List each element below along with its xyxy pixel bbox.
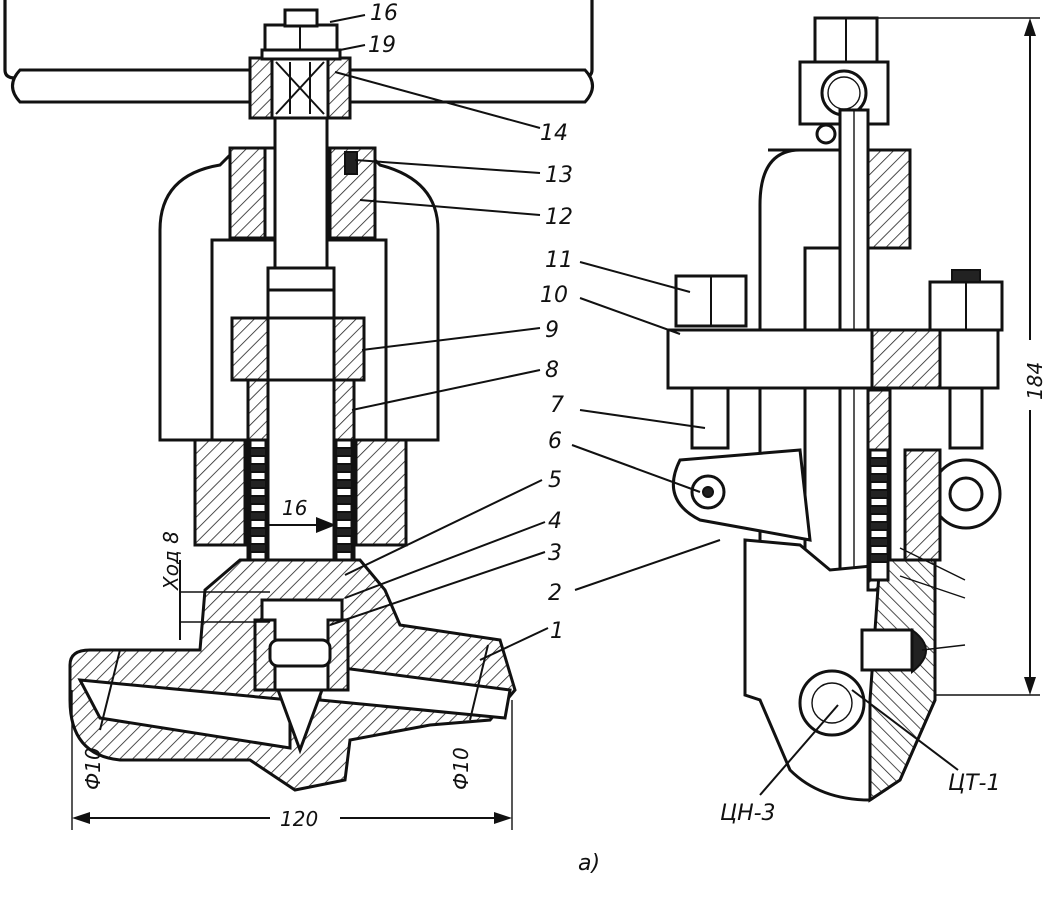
- label-2: 2: [548, 581, 562, 606]
- label-8: 8: [545, 358, 559, 383]
- label-10: 10: [540, 283, 568, 308]
- label-4: 4: [548, 509, 562, 534]
- label-13: 13: [545, 163, 573, 188]
- part-leaders: [329, 14, 721, 661]
- label-3: 3: [548, 541, 562, 566]
- overall-length-label: 120: [280, 807, 318, 831]
- height-dim-label: 184: [1023, 362, 1046, 400]
- label-16: 16: [370, 1, 398, 26]
- material-label-cn3: ЦН-3: [720, 801, 776, 826]
- label-7: 7: [550, 393, 564, 418]
- bore-left-label: Ф10: [81, 747, 105, 790]
- figure-caption: а): [578, 851, 600, 876]
- stem-dia-label: 16: [282, 496, 307, 520]
- part-number-labels: 16 19 14 13 12 11 10 9 8 7 6 5 4 3 2 1: [368, 1, 573, 644]
- label-9: 9: [545, 318, 559, 343]
- label-14: 14: [540, 121, 568, 146]
- label-12: 12: [545, 205, 573, 230]
- bore-right-label: Ф10: [449, 747, 473, 790]
- right-section-view: [666, 16, 1044, 803]
- label-1: 1: [550, 619, 564, 644]
- left-section-view: [3, 0, 594, 831]
- label-6: 6: [548, 429, 562, 454]
- packing-rings: [248, 438, 354, 582]
- gland-flange: [666, 328, 1000, 390]
- stem: [273, 116, 329, 270]
- stroke-dim-label: Ход 8: [159, 531, 183, 591]
- handwheel-bar: [11, 68, 252, 104]
- material-label-ct1: ЦТ-1: [948, 771, 1000, 796]
- label-5: 5: [548, 468, 562, 493]
- dimension-labels: Ход 8 16 Ф10 Ф10 120 184 ЦН-3 ЦТ-1 а): [81, 362, 1046, 876]
- label-19: 19: [368, 33, 396, 58]
- label-11: 11: [545, 248, 573, 273]
